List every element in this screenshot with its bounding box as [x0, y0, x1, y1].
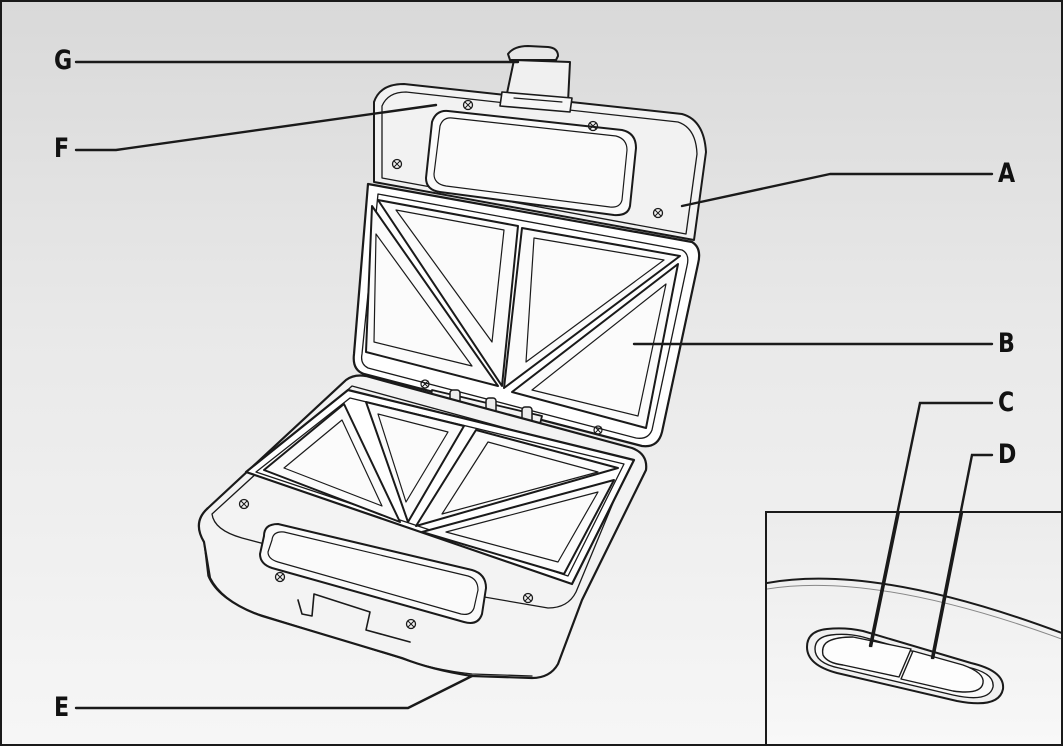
- callout-a: A: [998, 158, 1016, 189]
- callout-c: C: [998, 387, 1015, 418]
- leader-line-d: [931, 513, 964, 660]
- inset-detail-panel: [765, 511, 1061, 744]
- upper-lid: [373, 83, 707, 241]
- hinge-screw: [593, 425, 603, 435]
- ready-light: [900, 650, 984, 693]
- lid-screw: [652, 207, 664, 219]
- callout-g: G: [54, 45, 73, 76]
- leader-line-e: [74, 674, 474, 710]
- callout-e: E: [54, 692, 70, 723]
- base-screw: [405, 618, 417, 630]
- upper-plate: [352, 182, 701, 448]
- base-screw: [274, 571, 286, 583]
- hinge-screw: [420, 379, 430, 389]
- callout-b: B: [998, 328, 1015, 359]
- callout-d: D: [998, 439, 1017, 470]
- base-screw: [238, 498, 250, 510]
- leader-lines: [74, 60, 994, 710]
- lower-plate: [244, 388, 636, 586]
- indicator-lights-drawing: [767, 513, 1061, 705]
- callout-f: F: [54, 133, 70, 164]
- leader-line-a: [680, 172, 994, 208]
- inset-leader-lines: [869, 513, 964, 660]
- leader-line-c: [869, 513, 900, 648]
- lid-screw: [391, 158, 403, 170]
- leader-line-f: [74, 103, 438, 152]
- latch-clip: [499, 45, 573, 113]
- base-screw: [522, 592, 534, 604]
- lid-screw: [587, 120, 599, 132]
- lid-screw: [462, 99, 474, 111]
